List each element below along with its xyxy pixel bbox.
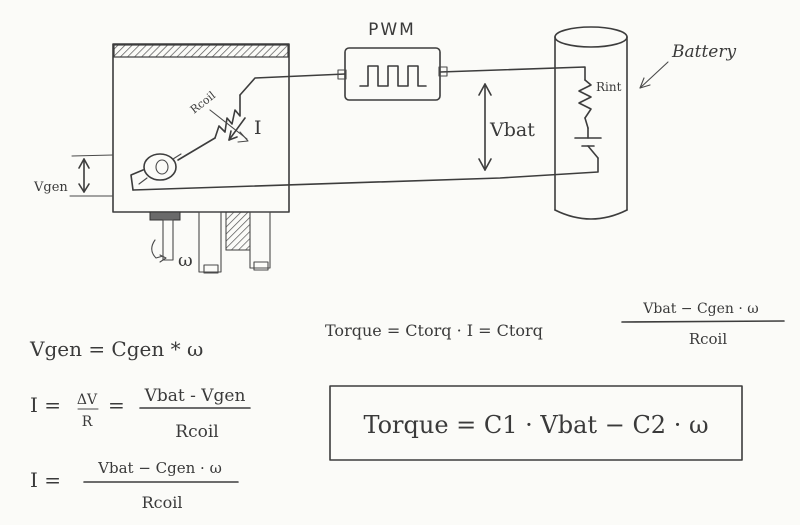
omega-label: ω	[178, 250, 193, 271]
pwm-label: PWM	[368, 20, 416, 40]
rcoil-label: Rcoil	[188, 89, 219, 117]
vbat-label: Vbat	[489, 119, 535, 141]
coil-resistor	[209, 94, 249, 143]
rint-label: Rint	[596, 80, 622, 94]
battery	[554, 26, 628, 220]
circuit-wires	[130, 66, 599, 191]
battery-pointer	[639, 61, 669, 89]
equations: Vgen = Cgen * ω I = ΔV R = Vbat - Vgen R…	[29, 301, 785, 512]
shaft-assembly	[149, 211, 271, 274]
eq-i-equals: =	[108, 393, 125, 417]
eq-vgen: Vgen = Cgen * ω	[29, 337, 203, 361]
vbat-arrow	[478, 83, 492, 171]
vgen-arrow	[69, 154, 114, 197]
vgen-label: Vgen	[33, 180, 68, 195]
eq-i-num: Vbat - Vgen	[144, 386, 246, 406]
pwm-block	[337, 47, 448, 101]
housing	[112, 43, 290, 213]
eq-torque1-lhs: Torque = Ctorq · I = Ctorq	[325, 321, 543, 340]
eq-i2-num: Vbat − Cgen · ω	[97, 459, 222, 477]
eq-i-lhs: I =	[30, 393, 61, 417]
eq-i-den: Rcoil	[175, 422, 218, 442]
current-arrow	[228, 117, 246, 141]
current-label: I	[254, 117, 262, 139]
eq-torque1-num: Vbat − Cgen · ω	[642, 301, 758, 317]
eq-i-delta-den: R	[82, 414, 93, 430]
eq-torque1-bar	[621, 320, 785, 323]
eq-torque1-den: Rcoil	[689, 330, 728, 348]
eq-i-delta-num: ΔV	[77, 392, 98, 408]
eq-i2-den: Rcoil	[142, 493, 183, 512]
motor	[138, 153, 182, 185]
battery-label: Battery	[671, 42, 736, 62]
eq-i2-lhs: I =	[30, 468, 61, 492]
eq-torque-boxed: Torque = C1 · Vbat − C2 · ω	[363, 411, 708, 439]
torque-box	[329, 385, 743, 461]
